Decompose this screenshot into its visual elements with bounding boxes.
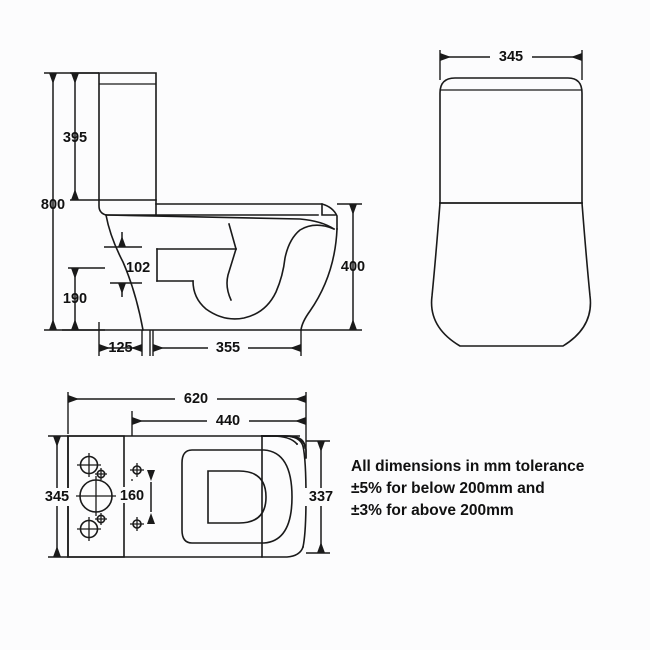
waste-outlet-hole [76, 476, 116, 516]
dimension-345-front: 345 [439, 48, 583, 80]
side-cistern-outline [98, 72, 157, 201]
side-seat-lid [98, 199, 338, 231]
side-elevation-view: 800 395 190 [41, 72, 365, 357]
plan-view: 160 620 440 [38, 390, 340, 558]
plan-mounting-plate [67, 435, 125, 558]
dimension-395: 395 [63, 72, 99, 201]
dimension-337: 337 [302, 440, 340, 554]
tolerance-note-line-2: ±5% for below 200mm and [351, 480, 545, 497]
dimension-label-620: 620 [184, 391, 208, 407]
front-pedestal-outline [430, 202, 592, 347]
dimension-800: 800 [41, 72, 143, 331]
plan-bowl-rim [261, 435, 307, 558]
seat-fixing-lower [130, 517, 144, 531]
plan-seat-fixings [130, 463, 144, 531]
dimension-label-102: 102 [126, 260, 150, 276]
plan-seat-outline [131, 449, 293, 544]
dimension-355: 355 [152, 330, 302, 357]
fixing-hole-lower [77, 517, 101, 541]
dimension-label-400: 400 [341, 259, 365, 275]
dimension-label-160: 160 [120, 488, 144, 504]
dimension-125: 125 [98, 322, 151, 356]
front-cistern-outline [439, 77, 583, 204]
tolerance-note-block: All dimensions in mm tolerance ±5% for b… [351, 458, 585, 519]
dimension-label-345-plan: 345 [45, 489, 69, 505]
dimension-102: 102 [104, 232, 150, 297]
dimension-label-800: 800 [41, 197, 65, 213]
dimension-label-125: 125 [108, 340, 132, 356]
dimension-620: 620 [67, 390, 307, 458]
dimension-160: 160 [117, 470, 155, 524]
dimension-label-395: 395 [63, 130, 87, 146]
seat-fixing-upper [130, 463, 144, 477]
dimension-400: 400 [301, 203, 365, 331]
dimension-345-plan: 345 [38, 435, 76, 558]
fixing-hole-upper [77, 453, 101, 477]
dimension-label-337: 337 [309, 489, 333, 505]
fixing-hole-upper-small [95, 468, 107, 480]
side-bowl-inner-detail [156, 223, 336, 320]
front-elevation-view: 345 [430, 48, 592, 347]
dimension-label-440: 440 [216, 413, 240, 429]
dimension-label-190: 190 [63, 291, 87, 307]
dimension-label-345-front: 345 [499, 49, 523, 65]
side-bowl-outline [105, 214, 338, 331]
dimension-190: 190 [62, 267, 105, 331]
dimension-440: 440 [131, 411, 306, 436]
fixing-hole-lower-small [95, 513, 107, 525]
tolerance-note-line-1: All dimensions in mm tolerance [351, 458, 585, 475]
tolerance-note-line-3: ±3% for above 200mm [351, 502, 514, 519]
plan-seat-aperture [207, 470, 267, 524]
dimension-label-355: 355 [216, 340, 240, 356]
